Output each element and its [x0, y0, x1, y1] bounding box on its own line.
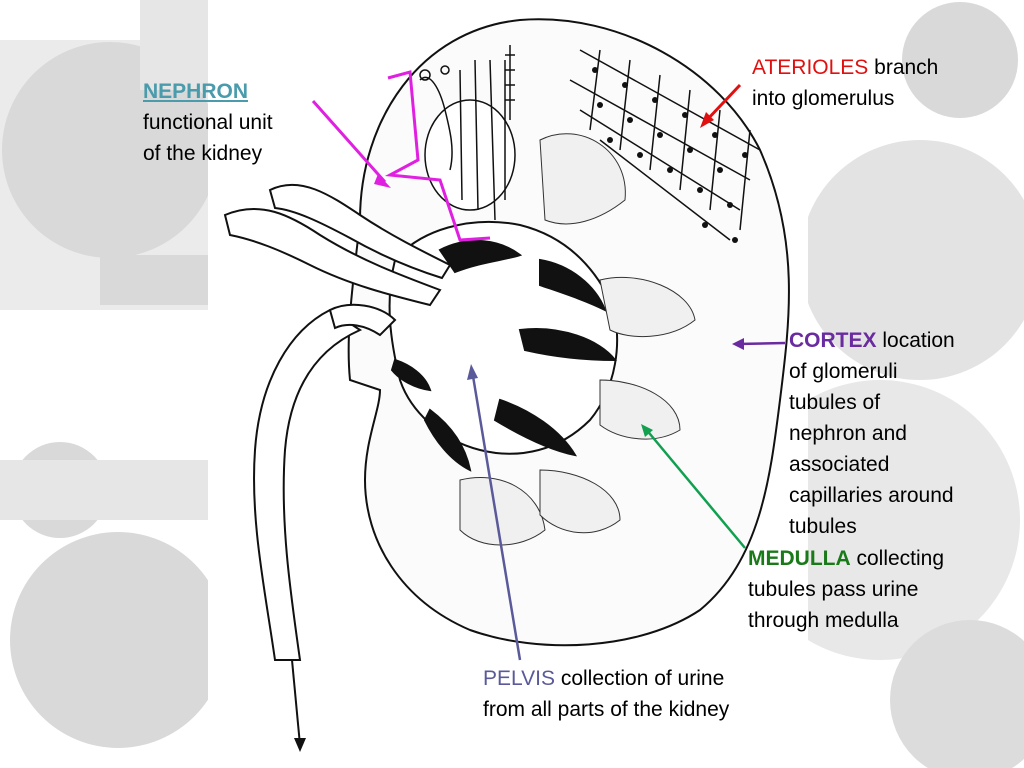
cortex-line-6: capillaries around: [789, 484, 954, 507]
nephron-pointer: [311, 100, 387, 183]
cortex-line-2: of glomeruli: [789, 360, 898, 383]
bg-circle-top-left-front: [2, 42, 218, 258]
bg-circle-bottom-right: [890, 620, 1024, 768]
cortex-pointer-head: [732, 338, 744, 350]
medulla-text-1: collecting: [850, 547, 945, 570]
medulla-line-2: tubules pass urine: [748, 578, 919, 601]
aterioles-pointer: [703, 83, 742, 124]
ureter-line: [291, 659, 301, 746]
pelvis-line-2: from all parts of the kidney: [483, 698, 730, 721]
aterioles-label: ATERIOLES branch into glomerulus: [752, 52, 1002, 114]
aterioles-line-2: into glomerulus: [752, 87, 895, 110]
glomeruli-dots: [592, 67, 748, 243]
cortex-label: CORTEX location of glomeruli tubules of …: [789, 325, 1009, 542]
bg-circle-lower-right: [740, 380, 1020, 660]
medullary-pyramids: [459, 133, 696, 546]
renal-artery: [223, 207, 442, 307]
aterioles-keyword: ATERIOLES: [752, 56, 869, 79]
medulla-line-3: through medulla: [748, 609, 899, 632]
cortex-pointer: [736, 341, 786, 346]
aterioles-text-1: branch: [868, 56, 939, 79]
pelvis-pointer: [470, 369, 522, 661]
nephron-outline: [384, 70, 491, 242]
cortex-line-4: nephron and: [789, 422, 907, 445]
cortex-line-3: tubules of: [789, 391, 881, 414]
aterioles-pointer-head: [700, 112, 714, 128]
bg-rect-top: [140, 0, 210, 90]
medulla-pointer: [644, 427, 746, 549]
nephron-pointer-head: [374, 174, 391, 188]
pelvis-pointer-head: [467, 364, 478, 380]
cortex-text-1: location: [876, 329, 955, 352]
renal-vein: [268, 183, 452, 280]
nephron-keyword: NEPHRON: [143, 80, 249, 103]
bg-band-left: [0, 460, 210, 520]
arteriole-network: [569, 49, 761, 241]
kidney-illustration: [223, 18, 790, 752]
cortex-line-5: associated: [789, 453, 890, 476]
ureter: [253, 308, 363, 661]
pelvis-keyword: PELVIS: [483, 667, 555, 690]
medulla-label: MEDULLA collecting tubules pass urine th…: [748, 543, 1008, 636]
renal-vessels: [223, 183, 452, 661]
pelvis-text-1: collection of urine: [554, 667, 725, 690]
cortex-keyword: CORTEX: [789, 329, 877, 352]
medulla-keyword: MEDULLA: [748, 547, 851, 570]
pointer-lines: [311, 70, 786, 661]
bg-circle-top-right: [902, 2, 1018, 118]
bg-circle-bottom-left: [10, 532, 226, 748]
nephron-line-1: functional unit: [143, 111, 273, 134]
bg-circle-mid-right: [800, 140, 1024, 380]
bg-rect-mid-left: [100, 255, 210, 305]
pelvis-label: PELVIS collection of urine from all part…: [483, 663, 803, 725]
nephron-label: NEPHRON functional unit of the kidney: [143, 76, 323, 169]
cortex-line-7: tubules: [789, 515, 857, 538]
nephron-line-2: of the kidney: [143, 142, 263, 165]
nephron-structure: [419, 45, 516, 221]
renal-calyces: [390, 239, 618, 472]
medulla-pointer-head: [641, 424, 653, 437]
ureter-arrow-head: [294, 738, 306, 752]
